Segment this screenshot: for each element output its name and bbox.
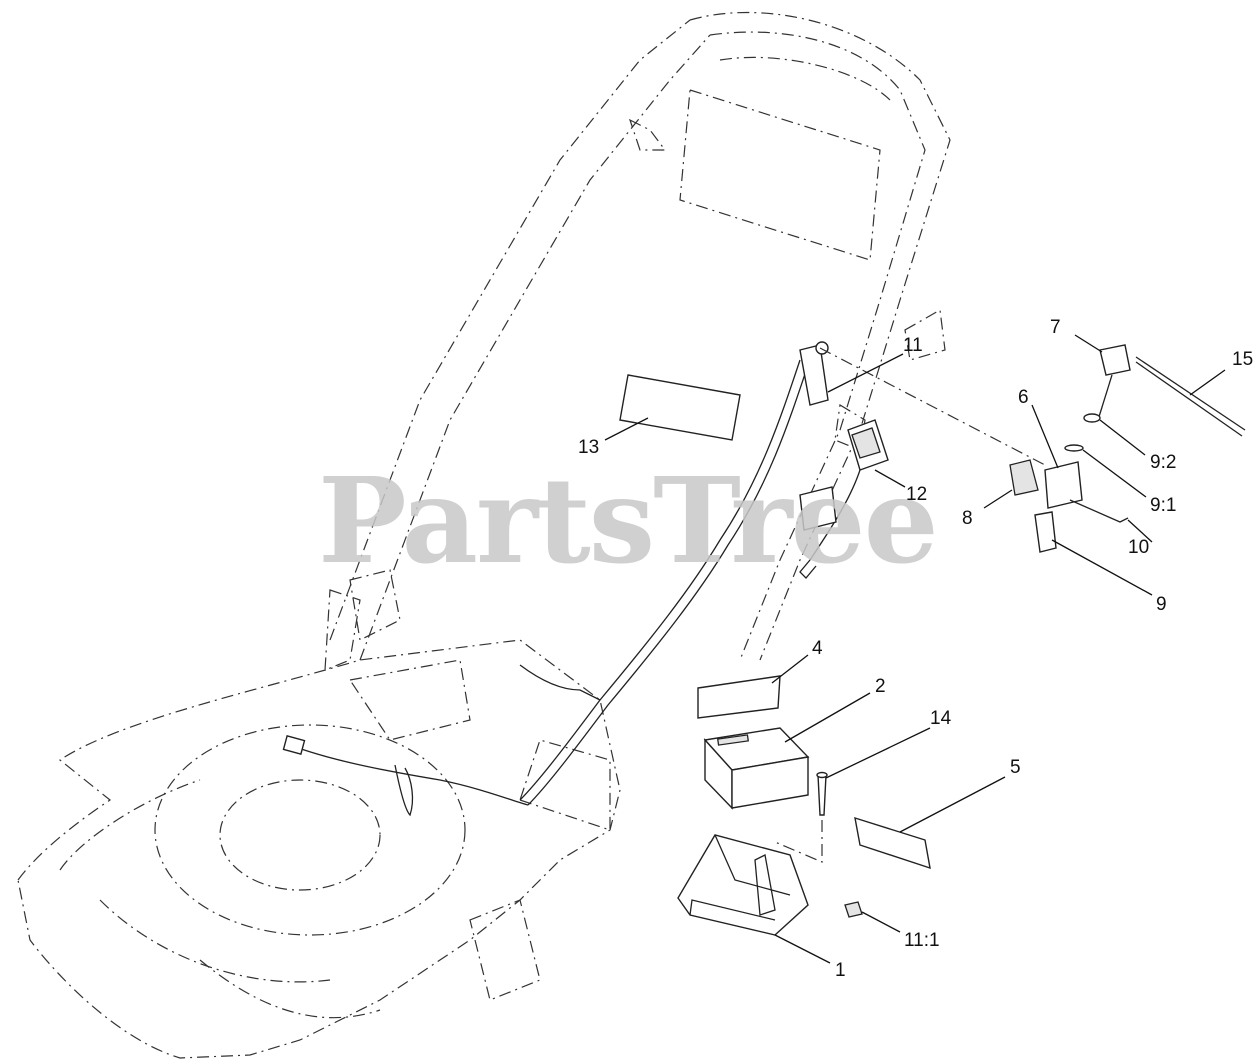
part-8-bezel (1009, 459, 1039, 496)
callout-6: 6 (1018, 387, 1029, 408)
part-11-switch (799, 341, 829, 406)
callout-11-1: 11:1 (904, 930, 940, 951)
callout-7: 7 (1050, 317, 1061, 338)
part-2-battery (703, 727, 810, 810)
mower-handle-outline (324, 11, 951, 671)
part-14-screw (774, 771, 828, 863)
callout-8: 8 (962, 508, 973, 529)
callout-4: 4 (812, 638, 823, 659)
callout-10: 10 (1128, 537, 1149, 558)
callout-11: 11 (903, 335, 923, 356)
part-9-connector (1034, 511, 1057, 553)
callout-14: 14 (930, 708, 952, 729)
callout-2: 2 (875, 676, 886, 697)
callout-9-1: 9:1 (1150, 495, 1176, 516)
callout-13: 13 (578, 437, 599, 458)
mower-deck-outline (17, 639, 621, 1059)
watermark-text: PartsTree (318, 451, 937, 590)
part-15-rod (1135, 356, 1246, 431)
part-11-1-fuse (844, 901, 863, 918)
part-7-key (1099, 344, 1131, 376)
part-13-decal (619, 374, 741, 441)
part-12-charger (799, 419, 889, 579)
wiring-harness (282, 359, 809, 817)
callout-labels: 13 11 12 7 15 6 9:2 9:1 8 10 9 4 2 14 5 … (578, 317, 1253, 981)
leader-lines (604, 334, 1226, 964)
part-9-2-washer (1083, 413, 1101, 423)
callout-9-2: 9:2 (1150, 452, 1176, 473)
part-4-decal (697, 675, 781, 719)
callout-1: 1 (835, 960, 846, 981)
callout-5: 5 (1010, 757, 1021, 778)
callout-15: 15 (1232, 349, 1253, 370)
part-1-battery-tray (677, 834, 809, 936)
key-switch-assembly (819, 344, 1246, 553)
part-5-decal (854, 816, 931, 870)
part-9-1-washer (1064, 444, 1084, 452)
callout-9: 9 (1156, 594, 1167, 615)
callout-12: 12 (906, 484, 927, 505)
part-6-switch-body (1044, 461, 1083, 509)
